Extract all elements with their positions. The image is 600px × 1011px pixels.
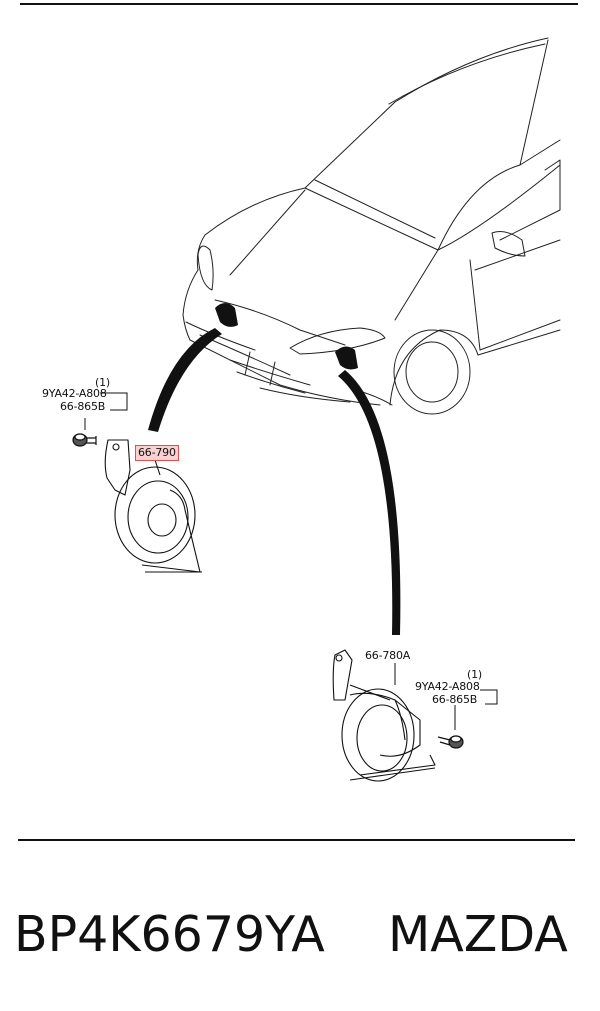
callout-bottom-right-qty: (1) [467,668,482,681]
callout-bottom-right-part-a: 9YA42-A808 [415,680,480,693]
callout-top-left-part-a: 9YA42-A808 [42,387,107,400]
callout-top-left-qty: (1) [95,376,110,389]
car-outline-icon [182,37,561,415]
horn-icon [332,649,436,782]
callout-top-left-part-b: 66-865B [60,400,106,413]
bolt-icon [437,735,464,749]
horn-mount-marks [215,303,358,370]
horn-icon [104,439,202,573]
callout-horn-right-part: 66-780A [365,649,411,662]
callout-bottom-right-part-b: 66-865B [432,693,478,706]
bolt-icon [72,433,97,447]
leader-arrow-icon [148,328,401,635]
callout-horn-left-highlight[interactable]: 66-790 [135,445,179,461]
caption-brand: MAZDA [388,906,568,963]
caption-part-number: BP4K6679YA [14,906,325,963]
